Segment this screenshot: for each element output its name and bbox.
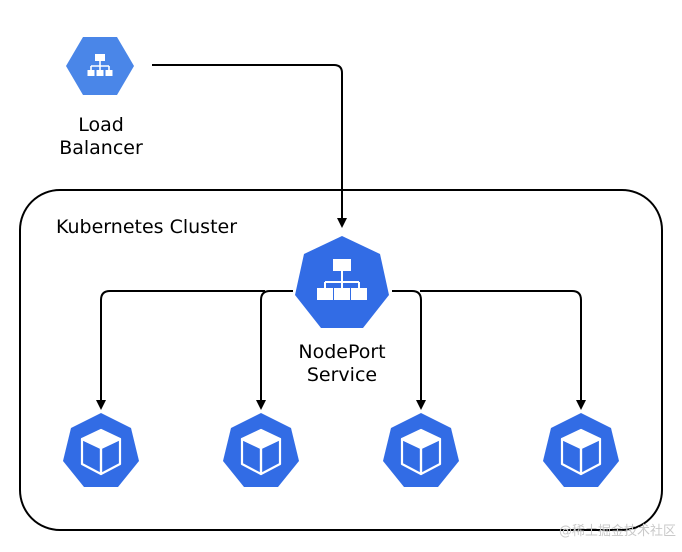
cluster-label: Kubernetes Cluster xyxy=(56,216,237,238)
service-label-line2: Service xyxy=(307,364,377,386)
cube-icon xyxy=(80,428,122,476)
load-balancer-icon xyxy=(66,37,134,95)
pod-icon-1 xyxy=(63,413,139,487)
cube-icon xyxy=(560,428,602,476)
load-balancer-label-line1: Load xyxy=(78,114,124,136)
connector-pod-2 xyxy=(256,290,293,410)
connector-pod-4 xyxy=(420,290,586,410)
load-balancer-connector xyxy=(152,64,347,228)
connector-pod-1 xyxy=(96,290,265,410)
pod-icon-2 xyxy=(223,413,299,487)
cube-icon xyxy=(400,428,442,476)
network-hierarchy-icon xyxy=(317,259,367,300)
watermark-text: @稀土掘金技术社区 xyxy=(559,523,676,539)
service-label-line1: NodePort xyxy=(298,341,385,363)
cube-icon xyxy=(240,428,282,476)
pod-icon-4 xyxy=(543,413,619,487)
nodeport-service-icon xyxy=(295,236,389,328)
pod-icon-3 xyxy=(383,413,459,487)
load-balancer-label-line2: Balancer xyxy=(59,137,143,159)
network-hierarchy-icon xyxy=(87,54,113,76)
connector-pod-3 xyxy=(392,290,426,410)
